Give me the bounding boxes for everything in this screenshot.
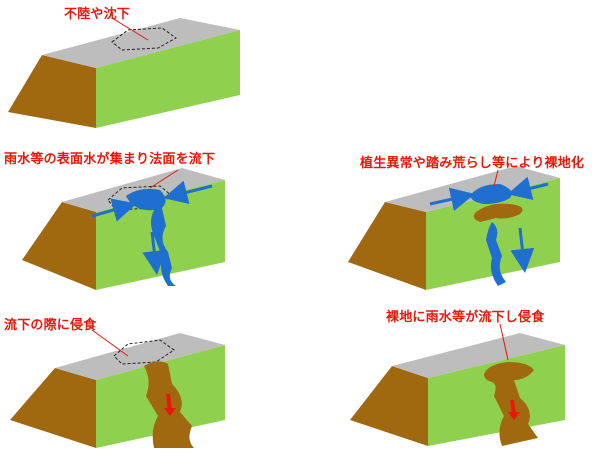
water-inflow-arrow-right <box>163 180 213 205</box>
embankment-crest <box>55 333 225 380</box>
erosion-arrow-shaft <box>510 399 516 415</box>
leader-line <box>111 17 149 41</box>
settlement-outline <box>113 339 175 365</box>
erosion-arrow-head <box>164 408 176 416</box>
leader-line <box>91 329 129 357</box>
panel-bare-erosion <box>350 323 565 446</box>
water-downflow-arrow <box>142 231 167 275</box>
panel-water-flow <box>22 168 225 290</box>
embankment-crest <box>392 333 565 378</box>
embankment-side-slope <box>10 368 96 448</box>
caption-water-flow: 雨水等の表面水が集まり法面を流下 <box>4 152 216 167</box>
water-inflow-arrow-left <box>429 187 475 211</box>
panel-erosion <box>10 329 225 448</box>
caption-bare-ground: 植生異常や踏み荒らし等により裸地化 <box>360 156 585 171</box>
leader-line <box>493 169 499 187</box>
water-pool <box>470 184 512 204</box>
caption-bare-erosion: 裸地に雨水等が流下し侵食 <box>386 310 545 325</box>
leader-line <box>149 169 179 189</box>
water-inflow-arrow-right <box>507 176 549 201</box>
water-downflow-arrow <box>510 227 535 273</box>
embankment-crest <box>42 18 240 68</box>
embankment-side-slope <box>8 55 96 128</box>
settlement-outline <box>111 27 177 51</box>
embankment-side-slope <box>348 202 426 290</box>
leader-line <box>499 323 509 361</box>
embankment-side-slope <box>22 202 96 290</box>
water-inflow-arrow-left <box>91 198 137 222</box>
caption-erosion: 流下の際に侵食 <box>4 318 97 333</box>
erosion-arrow-shaft <box>166 393 172 411</box>
water-flow-path <box>486 222 506 286</box>
panel-settlement <box>8 17 240 128</box>
bare-ground-patch <box>473 203 523 222</box>
embankment-grass-slope <box>96 30 240 128</box>
erosion-arrow-head <box>508 412 520 420</box>
caption-settlement: 不陸や沈下 <box>64 7 131 22</box>
panel-bare-ground <box>348 166 560 290</box>
embankment-side-slope <box>350 366 428 446</box>
